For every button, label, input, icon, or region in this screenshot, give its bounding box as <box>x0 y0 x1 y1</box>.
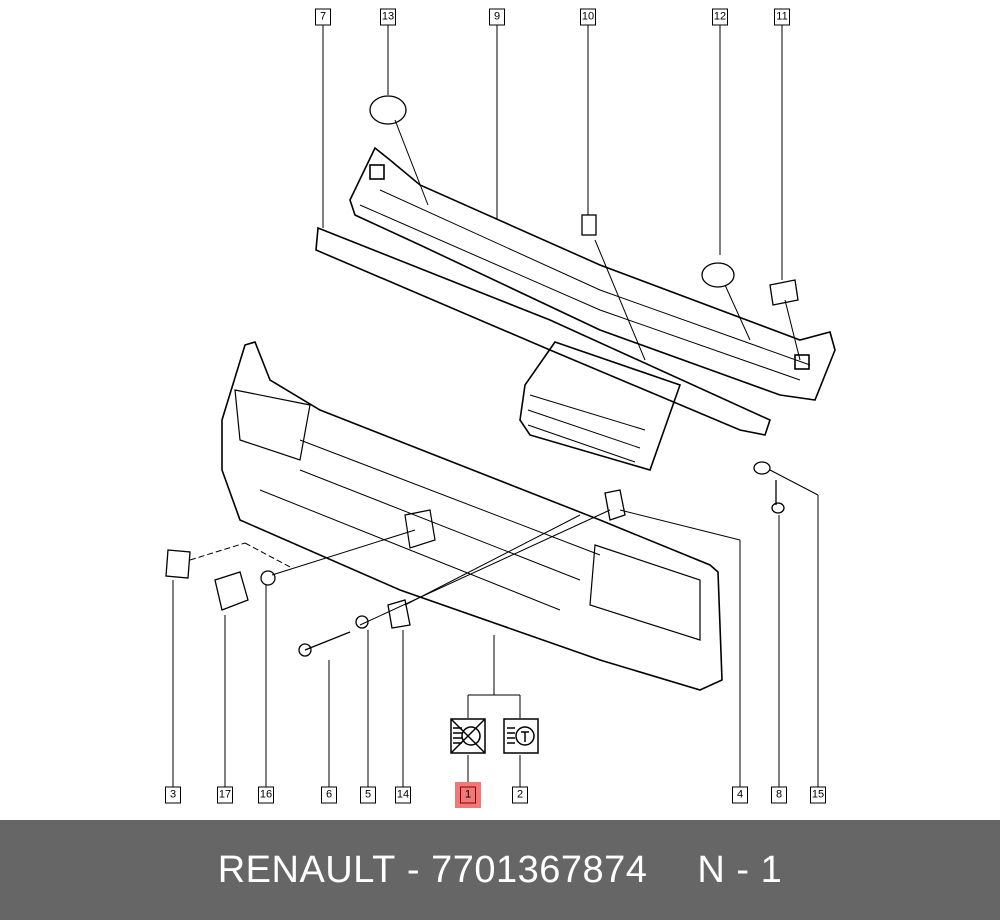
footer-caption: RENAULT - 7701367874 N - 1 <box>0 820 1000 920</box>
callout-4[interactable]: 4 <box>732 786 748 804</box>
headlamp-symbol-icon <box>503 718 539 754</box>
highlight-marker <box>455 782 481 808</box>
leader-lines <box>172 25 819 787</box>
callout-11[interactable]: 11 <box>774 8 790 26</box>
headlamp-symbol-crossed-icon <box>450 718 486 754</box>
callout-16[interactable]: 16 <box>258 786 274 804</box>
grille-assembly <box>221 341 723 691</box>
callout-5[interactable]: 5 <box>360 786 376 804</box>
callout-12[interactable]: 12 <box>712 8 728 26</box>
callout-15[interactable]: 15 <box>810 786 826 804</box>
separator: - <box>395 848 432 891</box>
upper-strip <box>315 226 771 471</box>
page-indicator: N - 1 <box>697 848 783 891</box>
callout-8[interactable]: 8 <box>771 786 787 804</box>
callout-17[interactable]: 17 <box>217 786 233 804</box>
callout-1-highlighted[interactable]: 1 <box>460 786 476 804</box>
callout-14[interactable]: 14 <box>395 786 411 804</box>
fasteners <box>165 95 799 657</box>
callout-3[interactable]: 3 <box>165 786 181 804</box>
upper-panel <box>349 146 836 401</box>
callout-6[interactable]: 6 <box>321 786 337 804</box>
exploded-view-drawing <box>165 25 836 787</box>
callout-9[interactable]: 9 <box>489 8 505 26</box>
callout-7[interactable]: 7 <box>315 8 331 26</box>
brand: RENAULT <box>217 848 396 891</box>
callout-13[interactable]: 13 <box>380 8 396 26</box>
part-number: 7701367874 <box>431 848 648 891</box>
callout-10[interactable]: 10 <box>580 8 596 26</box>
callout-2[interactable]: 2 <box>512 786 528 804</box>
